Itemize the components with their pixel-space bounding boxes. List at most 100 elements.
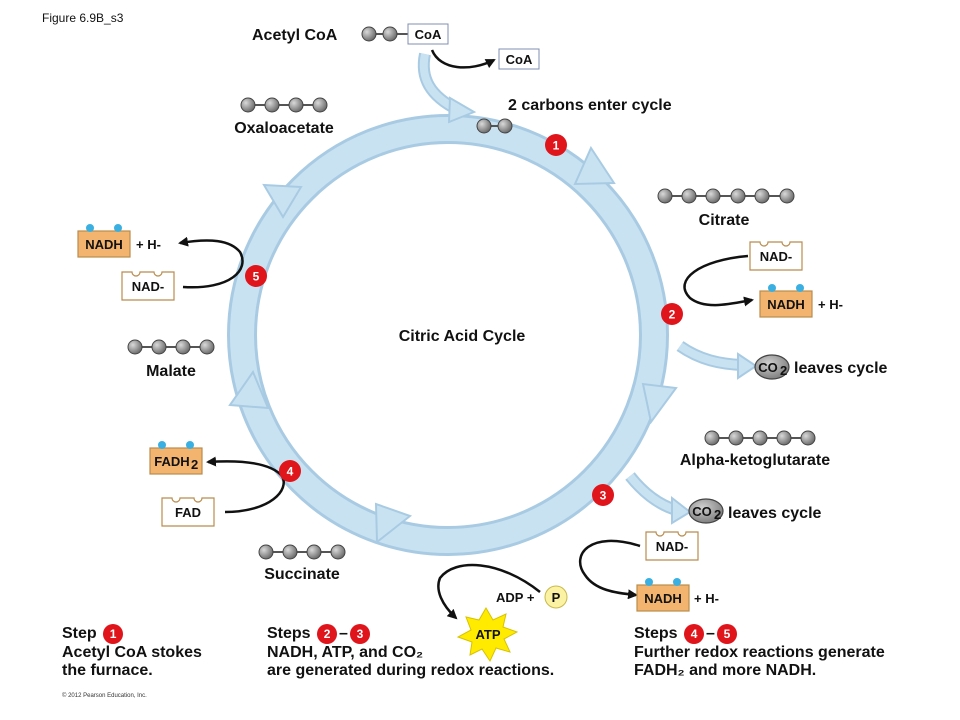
ring-arrowhead xyxy=(641,382,678,425)
acetyl-coa-label: Acetyl CoA xyxy=(252,27,338,44)
carbon-atom xyxy=(800,430,816,446)
note-steps23-title: Steps xyxy=(267,625,311,643)
adp-to-atp-arrow xyxy=(437,563,541,620)
atp-starburst xyxy=(456,607,519,663)
carbon-atom xyxy=(151,339,167,355)
carbon-atom xyxy=(288,97,304,113)
carbon-atom xyxy=(382,26,398,42)
carbon-atom xyxy=(704,430,720,446)
co2-leaves-label-2: leaves cycle xyxy=(728,505,822,522)
alpha-ketoglutarate-molecule xyxy=(704,430,816,446)
ring-arrowhead xyxy=(573,145,616,186)
step-badge-1-label: 1 xyxy=(553,139,560,153)
figure-label: Figure 6.9B_s3 xyxy=(42,11,124,25)
carbon-atom xyxy=(199,339,215,355)
nadh-label: NADH xyxy=(644,591,682,606)
nadh-box-step3: NADH xyxy=(636,578,690,612)
carbon-atom xyxy=(361,26,377,42)
fadh2-box: FADH 2 xyxy=(149,441,203,475)
enter-cycle-text: 2 carbons enter cycle xyxy=(508,97,672,114)
note-steps45-title: Steps xyxy=(634,625,678,643)
note-steps23-line1: NADH, ATP, and CO₂ xyxy=(267,644,424,661)
note-steps23: Steps 2–3 NADH, ATP, and CO₂ are generat… xyxy=(267,624,617,680)
nad-to-nadh-arrow-step3 xyxy=(579,539,641,600)
co2-exit-arrowhead-1 xyxy=(737,352,758,380)
succinate-molecule xyxy=(258,544,346,560)
carbon-atom xyxy=(258,544,274,560)
oxaloacetate-label: Oxaloacetate xyxy=(234,120,334,137)
ring-arrowheads xyxy=(228,145,678,545)
note-steps45-dash: – xyxy=(706,625,715,643)
co2-molecule-2: CO 2 xyxy=(688,498,724,524)
note-steps23-badge-end: 3 xyxy=(349,624,370,644)
nad-box-step5: NAD- xyxy=(121,271,175,301)
step-badge-1 xyxy=(545,134,567,156)
note-step1-line2: the furnace. xyxy=(62,662,153,679)
step-badge-3-label: 3 xyxy=(600,489,607,503)
coa-released-label: CoA xyxy=(506,52,533,67)
nad-to-nadh-arrow-step2 xyxy=(683,254,754,307)
carbon-atom xyxy=(127,339,143,355)
phosphate-circle xyxy=(544,585,568,609)
coa-label: CoA xyxy=(415,27,442,42)
ring-arrowhead xyxy=(262,183,303,219)
succinate-label: Succinate xyxy=(264,566,340,583)
note-step1-badge: 1 xyxy=(103,624,124,644)
step-badges: 1 2 3 4 5 xyxy=(245,134,683,506)
h-ion-label: + H- xyxy=(818,297,843,312)
step-badge-4-label: 4 xyxy=(287,465,294,479)
nadh-box-step5: NADH xyxy=(77,224,131,258)
phosphate-label: P xyxy=(552,590,561,605)
oxaloacetate-molecule xyxy=(240,97,328,113)
fad-to-fadh2-arrow-step4 xyxy=(206,456,285,514)
carbon-atom xyxy=(728,430,744,446)
note-steps45-line2: FADH₂ and more NADH. xyxy=(634,662,817,679)
carbon-atom xyxy=(497,118,513,134)
nad-box-step2: NAD- xyxy=(749,241,803,271)
note-steps45-line1: Further redox reactions generate xyxy=(634,644,885,661)
fad-box: FAD xyxy=(161,497,215,527)
nadh-box-step2: NADH xyxy=(759,284,813,318)
step-badge-5 xyxy=(245,265,267,287)
carbon-atom xyxy=(476,118,492,134)
carbon-atom xyxy=(312,97,328,113)
carbon-atom xyxy=(657,188,673,204)
note-step1-line1: Acetyl CoA stokes xyxy=(62,644,202,661)
alpha-ketoglutarate-label: Alpha-ketoglutarate xyxy=(680,452,830,469)
note-steps45: Steps 4–5 Further redox reactions genera… xyxy=(634,624,944,680)
note-steps23-line2: are generated during redox reactions. xyxy=(267,662,555,679)
carbon-atom xyxy=(705,188,721,204)
nad-label: NAD- xyxy=(132,279,165,294)
coa-release-arrow xyxy=(430,49,496,69)
nadh-label: NADH xyxy=(85,237,123,252)
carbon-atom xyxy=(240,97,256,113)
note-step1: Step 1 Acetyl CoA stokes the furnace. xyxy=(62,624,262,680)
note-steps23-dash: – xyxy=(339,625,348,643)
malate-label: Malate xyxy=(146,363,196,380)
electron-dot xyxy=(768,284,776,292)
carbon-atom xyxy=(730,188,746,204)
note-step1-title: Step xyxy=(62,625,97,643)
carbon-atom xyxy=(754,188,770,204)
electron-dot xyxy=(86,224,94,232)
electron-dot xyxy=(673,578,681,586)
co2-label: CO xyxy=(758,360,778,375)
nad-label: NAD- xyxy=(760,249,793,264)
electron-dot xyxy=(158,441,166,449)
carbon-atom xyxy=(752,430,768,446)
co2-exit-arrow-1-inner xyxy=(677,342,743,369)
adp-label: ADP + xyxy=(496,590,535,605)
carbon-atom xyxy=(681,188,697,204)
step-badge-4 xyxy=(279,460,301,482)
co2-molecule-1: CO 2 xyxy=(754,354,790,380)
step-badge-2-label: 2 xyxy=(669,308,676,322)
step-badge-2 xyxy=(661,303,683,325)
carbon-atom xyxy=(264,97,280,113)
fadh-label: FADH xyxy=(154,454,189,469)
co2-leaves-label-1: leaves cycle xyxy=(794,360,888,377)
co2-exit-arrowhead-2 xyxy=(671,495,692,525)
step-badge-5-label: 5 xyxy=(253,270,260,284)
nad-label: NAD- xyxy=(656,539,689,554)
co2-subscript: 2 xyxy=(780,363,787,378)
